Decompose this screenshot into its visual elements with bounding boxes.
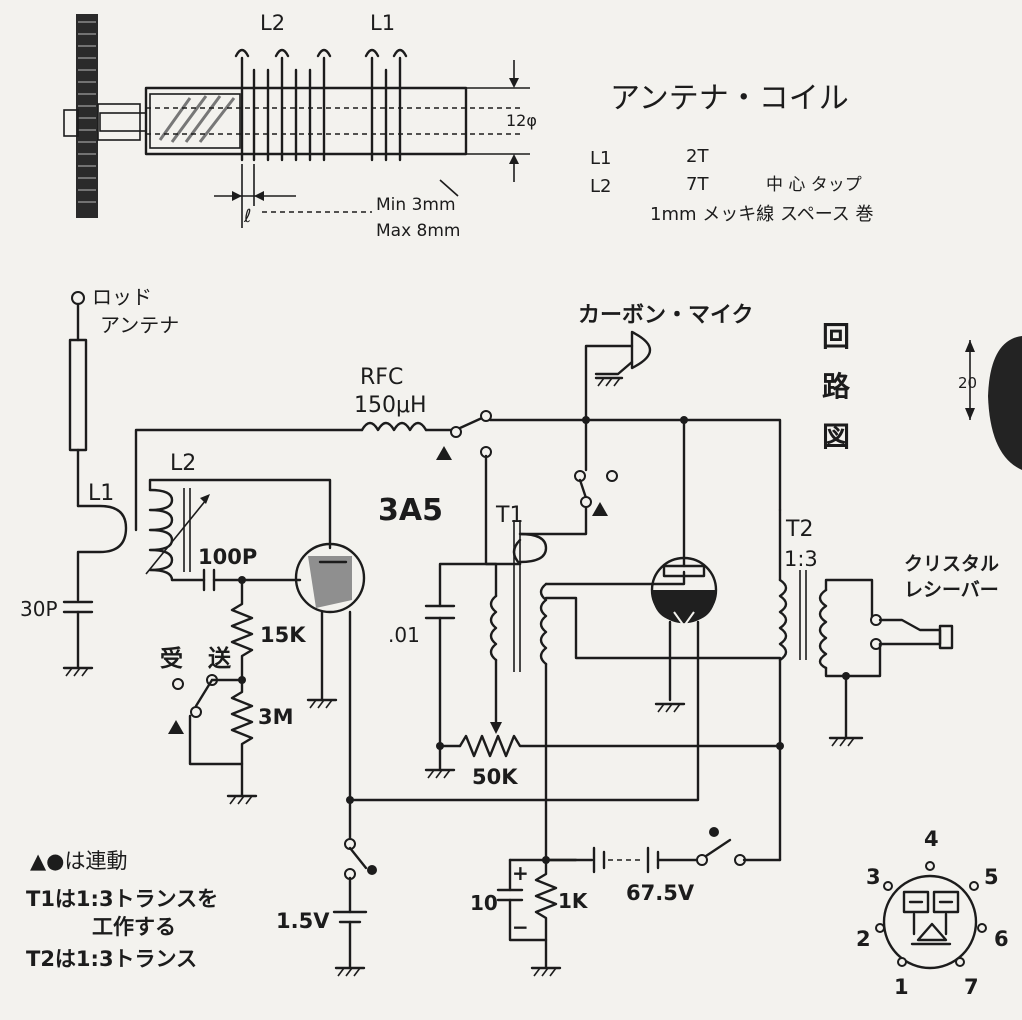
label-l2: L2 xyxy=(260,11,285,35)
spec-l2-note: 中 心 タップ xyxy=(766,175,862,195)
pin-5: 5 xyxy=(984,865,999,889)
t1-label: T1 xyxy=(495,503,523,528)
l2-label: L2 xyxy=(170,451,196,476)
pin-2: 2 xyxy=(856,927,871,951)
l1-label: L1 xyxy=(88,481,114,506)
pin-3: 3 xyxy=(866,865,881,889)
switch-receive-label: 受 xyxy=(160,645,183,672)
c100p-label: 100P xyxy=(198,545,257,569)
side-dimension: 20 xyxy=(958,374,977,392)
c30p-label: 30P xyxy=(20,597,58,621)
earpiece-icon xyxy=(878,618,942,646)
minus-label: − xyxy=(512,915,529,939)
note-line-2: T1は1:3トランスを xyxy=(26,887,218,911)
coil-figure: L2 L1 12φ ℓ Min 3mm Max 8mm アンテナ・コイル L1 … xyxy=(63,11,874,241)
mic-label: カーボン・マイク xyxy=(578,303,754,328)
tube-label: 3A5 xyxy=(378,493,443,528)
label-gap-min: Min 3mm xyxy=(376,195,456,215)
battery-a-label: 1.5V xyxy=(276,909,330,933)
label-l1: L1 xyxy=(370,11,395,35)
knob-icon xyxy=(76,14,98,218)
r15k-label: 15K xyxy=(260,623,306,647)
antenna-label-1: ロッド xyxy=(92,285,152,309)
label-gap-max: Max 8mm xyxy=(376,221,461,241)
spec-l1-name: L1 xyxy=(590,148,611,169)
title-char-3: 図 xyxy=(822,420,850,453)
wire-note: 1mm メッキ線 スペース 巻 xyxy=(650,204,874,225)
tube-pinout: 1 2 3 4 5 6 7 xyxy=(856,827,1009,999)
notes: ▲●は連動 T1は1:3トランスを 工作する T2は1:3トランス xyxy=(26,849,218,971)
note-line-1: ▲●は連動 xyxy=(30,849,127,873)
title-char-1: 回 xyxy=(822,320,850,353)
schematic-wires xyxy=(62,291,954,977)
coil-title: アンテナ・コイル xyxy=(610,81,849,116)
pin-7: 7 xyxy=(964,975,979,999)
spec-l1-value: 2T xyxy=(686,146,709,167)
pin-6: 6 xyxy=(994,927,1009,951)
switch-send-label: 送 xyxy=(208,645,231,672)
rfc-value-label: 150μH xyxy=(354,393,427,418)
c10-label: 10 xyxy=(470,891,498,915)
rfc-name-label: RFC xyxy=(360,365,403,390)
label-diameter: 12φ xyxy=(506,111,537,130)
r50k-label: 50K xyxy=(472,765,518,789)
t2-ratio-label: 1:3 xyxy=(784,547,818,571)
pin-4: 4 xyxy=(924,827,939,851)
r1k-label: 1K xyxy=(558,889,589,913)
spec-l2-value: 7T xyxy=(686,174,709,195)
coil-windings xyxy=(240,56,402,162)
nut-icon xyxy=(63,109,79,137)
t2-label: T2 xyxy=(785,517,813,542)
coil-form xyxy=(144,86,468,156)
plus-label: + xyxy=(512,861,529,885)
receiver-label-2: レシーバー xyxy=(904,579,999,601)
battery-b-label: 67.5V xyxy=(626,881,695,905)
title-char-2: 路 xyxy=(822,370,851,403)
receiver-label-1: クリスタル xyxy=(904,553,999,575)
antenna-label-2: アンテナ xyxy=(100,313,179,337)
diagram-title: 回 路 図 xyxy=(822,320,851,453)
pin-1: 1 xyxy=(894,975,909,999)
note-line-3: 工作する xyxy=(92,915,176,939)
side-part: 20 xyxy=(958,336,1022,470)
c01-label: .01 xyxy=(388,623,420,647)
schematic-labels: ロッド アンテナ L1 L2 30P 100P 15K 3M 受 送 RFC 1… xyxy=(20,285,999,939)
note-line-4: T2は1:3トランス xyxy=(26,947,197,971)
label-gap: ℓ xyxy=(243,206,251,227)
spec-l2-name: L2 xyxy=(590,176,611,197)
r3m-label: 3M xyxy=(258,705,294,729)
